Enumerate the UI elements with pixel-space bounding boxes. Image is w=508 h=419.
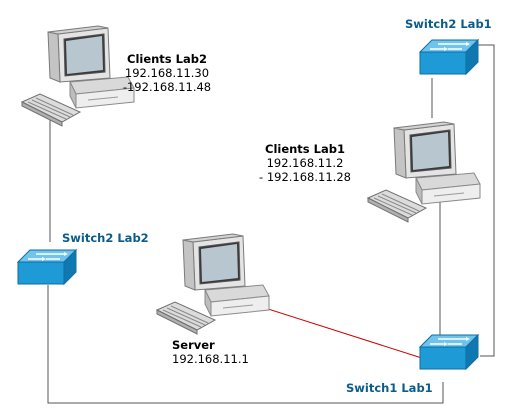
switch1-lab1-label: Switch1 Lab1 [346,381,433,395]
clients-lab1-label: Clients Lab1 192.168.11.2 - 192.168.11.2… [250,142,360,184]
switch1-lab1-icon [419,334,479,370]
cable-server-to-switch1-lab1 [239,299,429,361]
switch2-lab1-icon [419,39,479,75]
server-label: Server 192.168.11.1 [172,338,249,366]
clients-lab2-range-start: 192.168.11.30 [124,66,210,80]
cable-switch2-lab2-to-switch1-lab1 [47,285,444,404]
switch2-lab2-label: Switch2 Lab2 [62,231,149,245]
server-computer-icon [156,233,270,335]
cable-switch2-lab1-uplink [478,44,495,357]
clients-lab1-title: Clients Lab1 [265,142,345,156]
cables [47,44,495,404]
clients-lab1-computer-icon [367,121,481,223]
clients-lab1-range-start: 192.168.11.2 [266,156,344,170]
switch2-lab1-label: Switch2 Lab1 [405,17,492,31]
switch2-lab2-icon [17,249,77,285]
clients-lab2-label: Clients Lab2 192.168.11.30 -192.168.11.4… [118,52,216,94]
clients-lab1-range-end: - 192.168.11.28 [259,170,351,184]
server-ip: 192.168.11.1 [172,352,249,366]
clients-lab2-title: Clients Lab2 [127,52,207,66]
clients-lab2-range-end: -192.168.11.48 [122,80,212,94]
server-title: Server [172,338,215,352]
